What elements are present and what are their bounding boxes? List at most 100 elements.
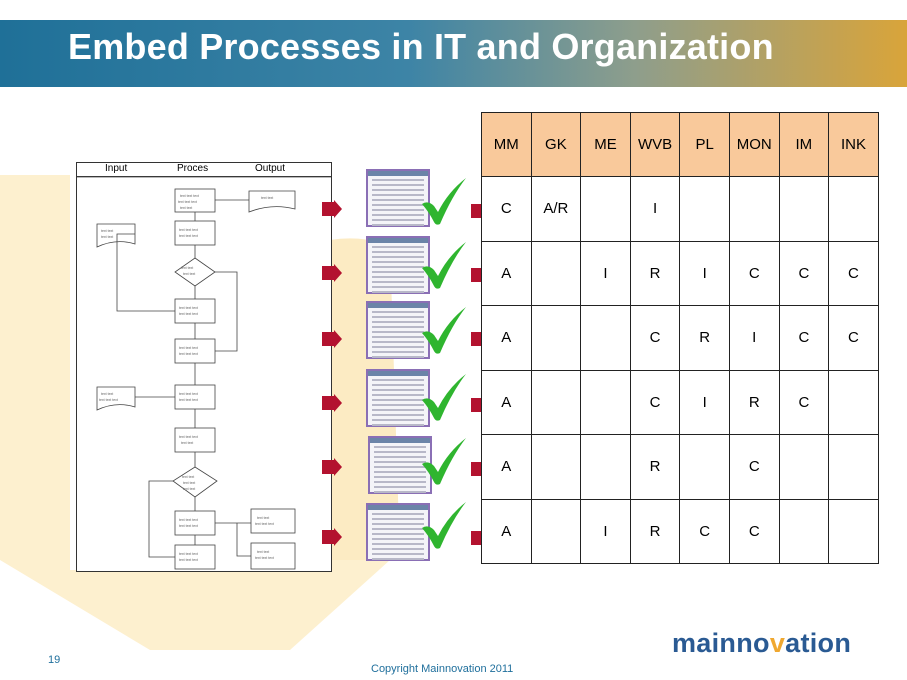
checkmark-icon (422, 438, 466, 485)
table-cell (679, 176, 730, 242)
document-thumbnail (366, 503, 430, 561)
svg-text:text text text: text text text (179, 435, 198, 439)
svg-text:text text: text text (261, 196, 273, 200)
svg-text:text text: text text (183, 481, 195, 485)
table-cell: A (481, 369, 532, 435)
svg-text:text text: text text (183, 487, 195, 491)
slide-title: Embed Processes in IT and Organization (68, 26, 774, 67)
table-cell: R (629, 240, 681, 306)
svg-text:text text text: text text text (179, 346, 198, 350)
column-header: WVB (629, 112, 681, 177)
svg-text:text text text: text text text (179, 392, 198, 396)
page-number: 19 (48, 654, 61, 666)
table-cell (580, 176, 631, 242)
table-cell: I (580, 240, 631, 306)
logo-text-part2: ation (785, 628, 852, 658)
table-cell: C (828, 240, 879, 306)
svg-text:text text: text text (101, 235, 113, 239)
arrow-right-icon (322, 264, 342, 282)
table-cell: R (728, 369, 780, 435)
flowchart-header-output: Output (255, 163, 286, 174)
table-row: A I R C C (481, 498, 879, 564)
table-cell (530, 369, 582, 435)
flowchart-header: Input Proces Output (77, 163, 331, 177)
svg-text:text text: text text (101, 392, 113, 396)
svg-text:text text text: text text text (179, 524, 198, 528)
table-cell: C (629, 305, 681, 371)
document-thumbnail (368, 436, 432, 494)
checkmark-icon (422, 374, 466, 421)
column-header: MON (728, 112, 780, 177)
table-cell (778, 498, 830, 564)
table-cell: C (481, 176, 532, 242)
table-header-row: MM GK ME WVB PL MON IM INK (481, 112, 879, 177)
logo-text-accent: v (769, 628, 786, 658)
document-thumbnail (366, 169, 430, 227)
svg-text:text text text: text text text (255, 556, 274, 560)
document-thumbnail (366, 236, 430, 294)
table-cell: I (679, 240, 730, 306)
table-row: A C I R C (481, 369, 879, 435)
table-cell: C (778, 369, 830, 435)
table-cell (679, 434, 730, 500)
logo-text-part1: mainno (672, 628, 770, 658)
mainnovation-logo: mainnovation (672, 628, 851, 659)
table-cell (530, 240, 582, 306)
column-header: ME (580, 112, 631, 177)
raci-table: MM GK ME WVB PL MON IM INK C A/R I A I R… (481, 112, 879, 564)
table-cell (828, 176, 879, 242)
table-cell: C (679, 498, 730, 564)
table-cell (530, 305, 582, 371)
svg-text:text text: text text (257, 550, 269, 554)
table-cell (580, 434, 631, 500)
svg-text:text text: text text (182, 475, 194, 479)
flowchart-header-input: Input (105, 163, 128, 174)
table-cell (778, 434, 830, 500)
svg-text:text text text: text text text (179, 228, 198, 232)
checkmark-icon (422, 502, 466, 549)
table-cell (530, 498, 582, 564)
svg-text:text text text: text text text (179, 352, 198, 356)
column-header: PL (679, 112, 730, 177)
svg-text:text text text: text text text (179, 234, 198, 238)
table-cell: A (481, 240, 532, 306)
arrow-right-icon (322, 528, 342, 546)
table-cell: A (481, 434, 532, 500)
table-cell: I (679, 369, 730, 435)
table-cell (580, 305, 631, 371)
column-header: MM (481, 112, 532, 177)
svg-text:text text: text text (101, 229, 113, 233)
table-cell (828, 369, 879, 435)
column-header: GK (530, 112, 582, 177)
svg-text:text text: text text (181, 266, 193, 270)
svg-text:text text text: text text text (179, 398, 198, 402)
table-cell: I (629, 176, 681, 242)
table-cell: R (679, 305, 730, 371)
table-cell (530, 434, 582, 500)
table-cell: C (728, 434, 780, 500)
arrow-right-icon (322, 458, 342, 476)
table-cell: R (629, 434, 681, 500)
svg-text:text text: text text (183, 272, 195, 276)
table-cell: C (778, 240, 830, 306)
table-cell: C (629, 369, 681, 435)
table-row: A I R I C C C (481, 240, 879, 306)
checkmark-icon (422, 307, 466, 354)
svg-text:text text text: text text text (179, 558, 198, 562)
svg-text:text text text: text text text (179, 552, 198, 556)
svg-text:text text: text text (181, 441, 193, 445)
column-header: INK (828, 112, 879, 177)
svg-text:text text: text text (257, 516, 269, 520)
arrow-right-icon (322, 200, 342, 218)
svg-text:text text text: text text text (179, 312, 198, 316)
checkmark-icon (422, 178, 466, 225)
table-cell: C (828, 305, 879, 371)
svg-text:text text: text text (180, 206, 192, 210)
copyright-text: Copyright Mainnovation 2011 (371, 663, 514, 675)
arrow-right-icon (322, 330, 342, 348)
table-cell (828, 498, 879, 564)
table-cell: I (728, 305, 780, 371)
svg-text:text text text: text text text (180, 194, 199, 198)
table-row: A C R I C C (481, 305, 879, 371)
svg-text:text text text: text text text (99, 398, 118, 402)
